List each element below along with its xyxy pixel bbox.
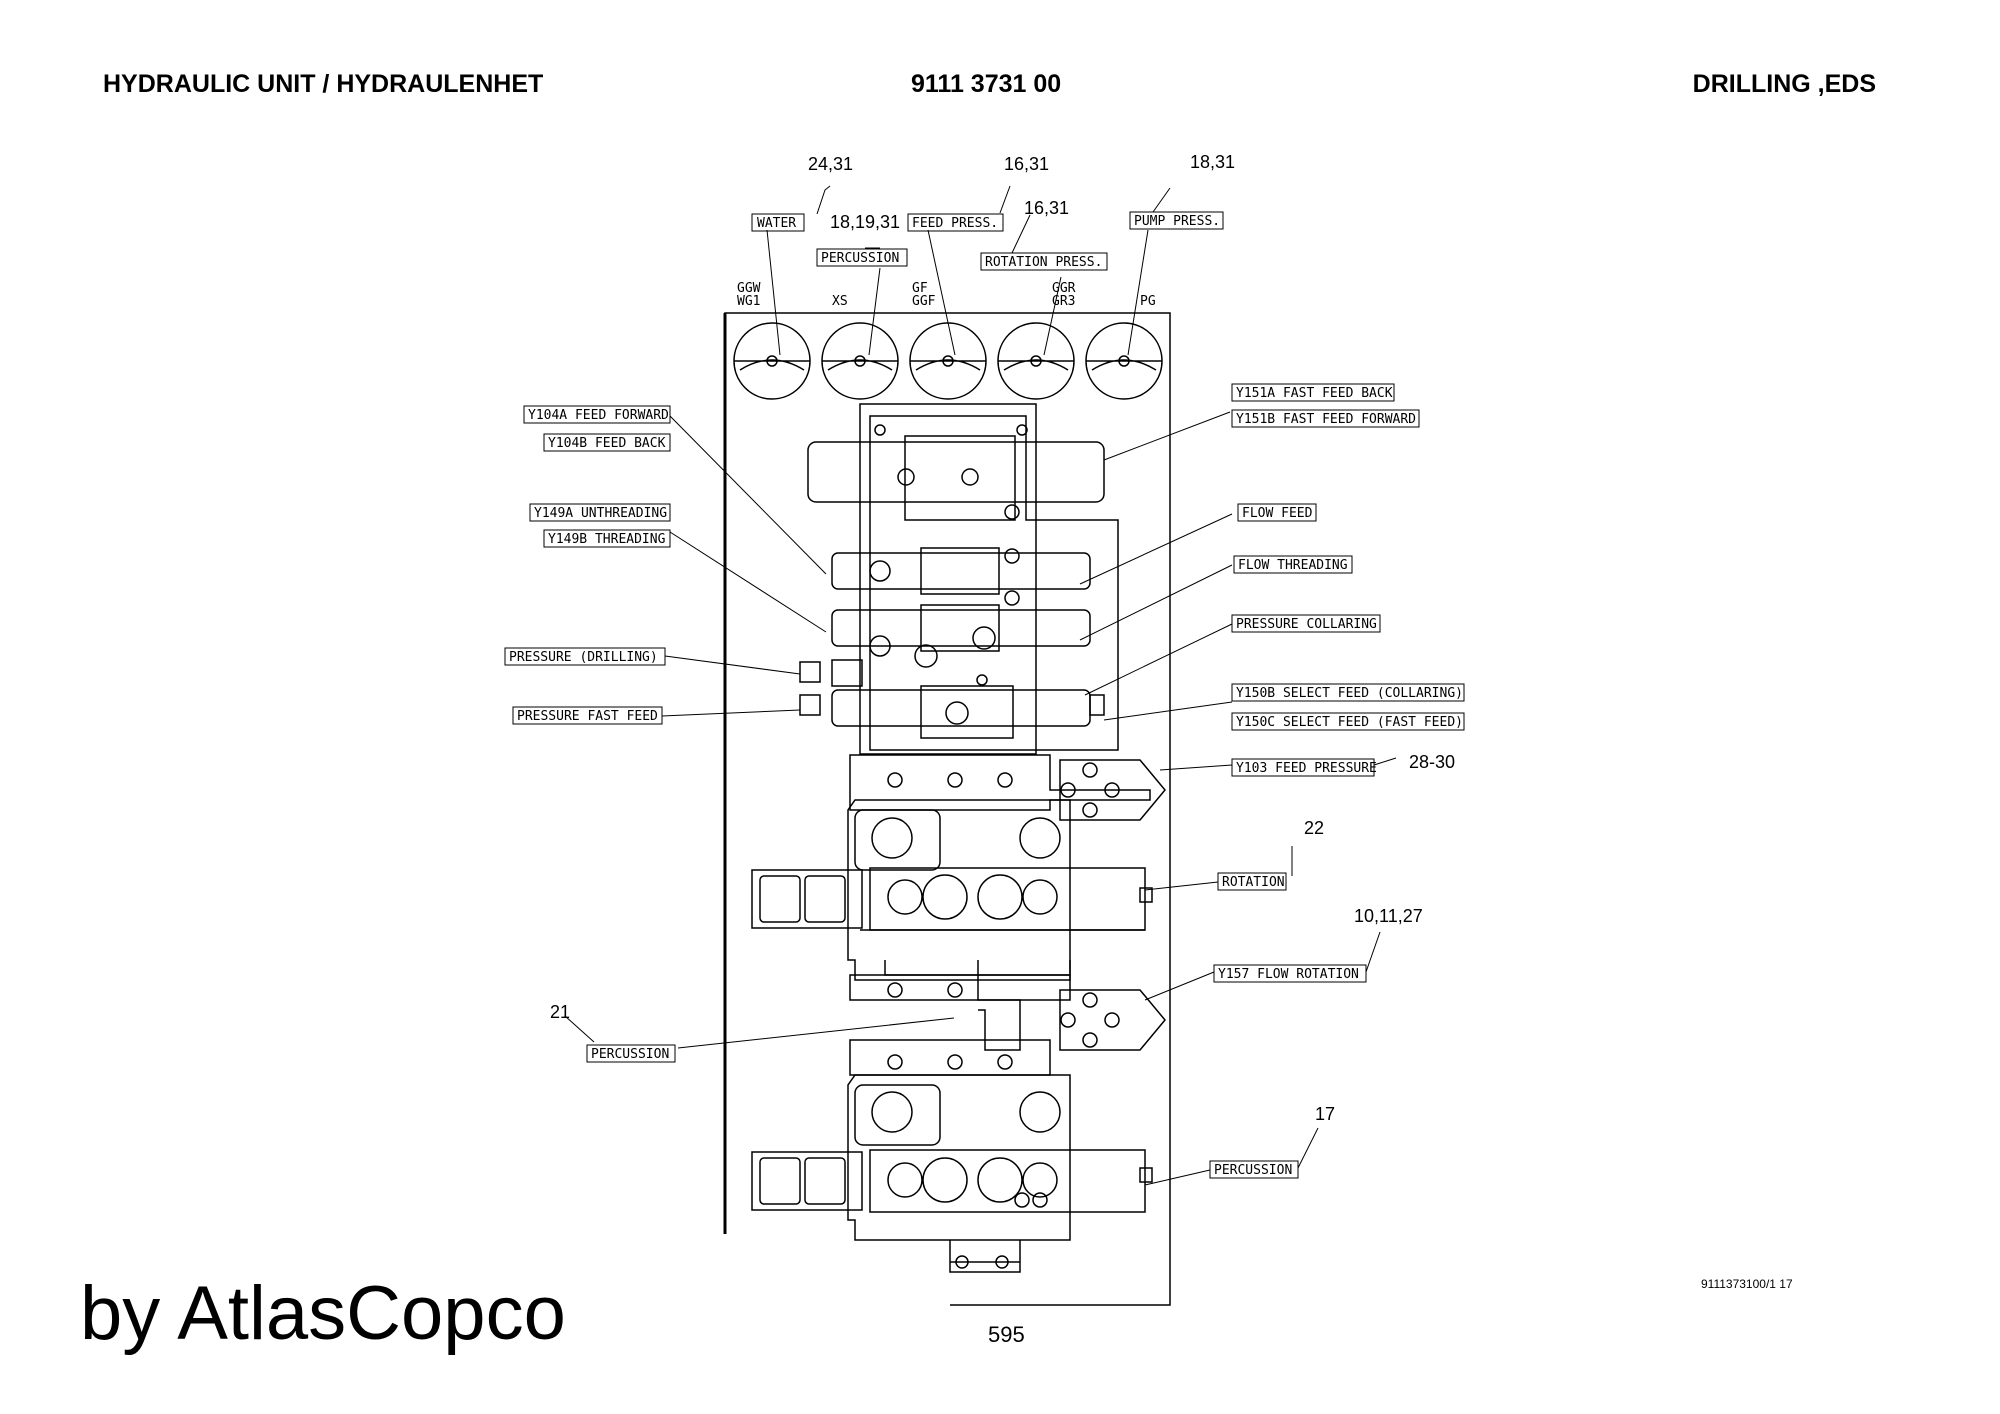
- label-y151a: Y151A FAST FEED BACK: [1236, 386, 1393, 401]
- flow-rotation-module: [977, 960, 1166, 1051]
- item-numbers: 24,31 16,31 18,31 18,19,31 16,31 28-30 2…: [550, 152, 1455, 1124]
- item-number-rotation-press: 16,31: [1024, 198, 1069, 218]
- item-number-water: 24,31: [808, 154, 853, 174]
- gauge-percussion: [821, 322, 899, 400]
- gauge-ref-ggw: GGW: [737, 281, 761, 296]
- item-number-percussion-mid: 21: [550, 1002, 570, 1022]
- item-number-y157: 10,11,27: [1354, 906, 1423, 926]
- item-number-percussion-low: 17: [1315, 1104, 1335, 1124]
- label-percussion-gauge: PERCUSSION: [821, 251, 899, 266]
- label-pressure-fast-feed: PRESSURE FAST FEED: [517, 709, 658, 724]
- brand-footer: by AtlasCopco: [80, 1271, 566, 1356]
- pressure-gauges: [733, 322, 1163, 400]
- item-number-y103: 28-30: [1409, 752, 1455, 772]
- label-pressure-drilling: PRESSURE (DRILLING): [509, 650, 658, 665]
- gauge-ref-gf: GF: [912, 281, 928, 296]
- page-number: 595: [988, 1322, 1025, 1347]
- label-percussion-low: PERCUSSION: [1214, 1163, 1292, 1178]
- label-percussion-mid: PERCUSSION: [591, 1047, 669, 1062]
- gauge-pump: [1085, 322, 1163, 400]
- gauge-refs: GGW WG1 XS GF GGF GGR GR3 PG: [737, 281, 1156, 309]
- gauge-ref-gr3: GR3: [1052, 294, 1075, 309]
- gauge-water: [733, 322, 811, 400]
- drawing-reference: 9111373100/1 17: [1701, 1277, 1793, 1291]
- label-y150c: Y150C SELECT FEED (FAST FEED): [1236, 715, 1463, 730]
- label-y157: Y157 FLOW ROTATION: [1218, 967, 1359, 982]
- label-y149b: Y149B THREADING: [548, 532, 666, 547]
- document-title: HYDRAULIC UNIT / HYDRAULENHET: [103, 70, 544, 98]
- label-y150b: Y150B SELECT FEED (COLLARING): [1236, 686, 1463, 701]
- gauge-ref-wg1: WG1: [737, 294, 760, 309]
- item-number-pump-press: 18,31: [1190, 152, 1235, 172]
- gauge-rotation: [997, 322, 1075, 400]
- section-name: DRILLING ,EDS: [1692, 70, 1876, 98]
- gauge-ref-xs: XS: [832, 294, 848, 309]
- callout-labels: [504, 211, 1465, 1179]
- label-water: WATER: [757, 216, 796, 231]
- label-flow-threading: FLOW THREADING: [1238, 558, 1348, 573]
- label-feed-press: FEED PRESS.: [912, 216, 998, 231]
- item-number-percussion-gauge: 18,19,31: [830, 212, 900, 232]
- label-y149a: Y149A UNTHREADING: [534, 506, 667, 521]
- gauge-ref-ggr: GGR: [1052, 281, 1076, 296]
- label-y104a: Y104A FEED FORWARD: [528, 408, 669, 423]
- gauge-ref-ggf: GGF: [912, 294, 936, 309]
- label-y104b: Y104B FEED BACK: [548, 436, 666, 451]
- item-number-feed-press: 16,31: [1004, 154, 1049, 174]
- label-rotation: ROTATION: [1222, 875, 1285, 890]
- label-y103: Y103 FEED PRESSURE: [1236, 761, 1377, 776]
- label-pressure-collaring: PRESSURE COLLARING: [1236, 617, 1377, 632]
- valve-section-rotation: [751, 754, 1166, 1001]
- label-rotation-press: ROTATION PRESS.: [985, 255, 1102, 270]
- valve-stack-upper: [799, 403, 1119, 755]
- part-number: 9111 3731 00: [911, 70, 1062, 98]
- leader-lines: [564, 185, 1397, 1186]
- label-y151b: Y151B FAST FEED FORWARD: [1236, 412, 1416, 427]
- gauge-feed: [909, 322, 987, 400]
- item-number-rotation: 22: [1304, 818, 1324, 838]
- label-pump-press: PUMP PRESS.: [1134, 214, 1220, 229]
- label-flow-feed: FLOW FEED: [1242, 506, 1313, 521]
- valve-section-percussion: [751, 1039, 1153, 1273]
- gauge-ref-pg: PG: [1140, 294, 1156, 309]
